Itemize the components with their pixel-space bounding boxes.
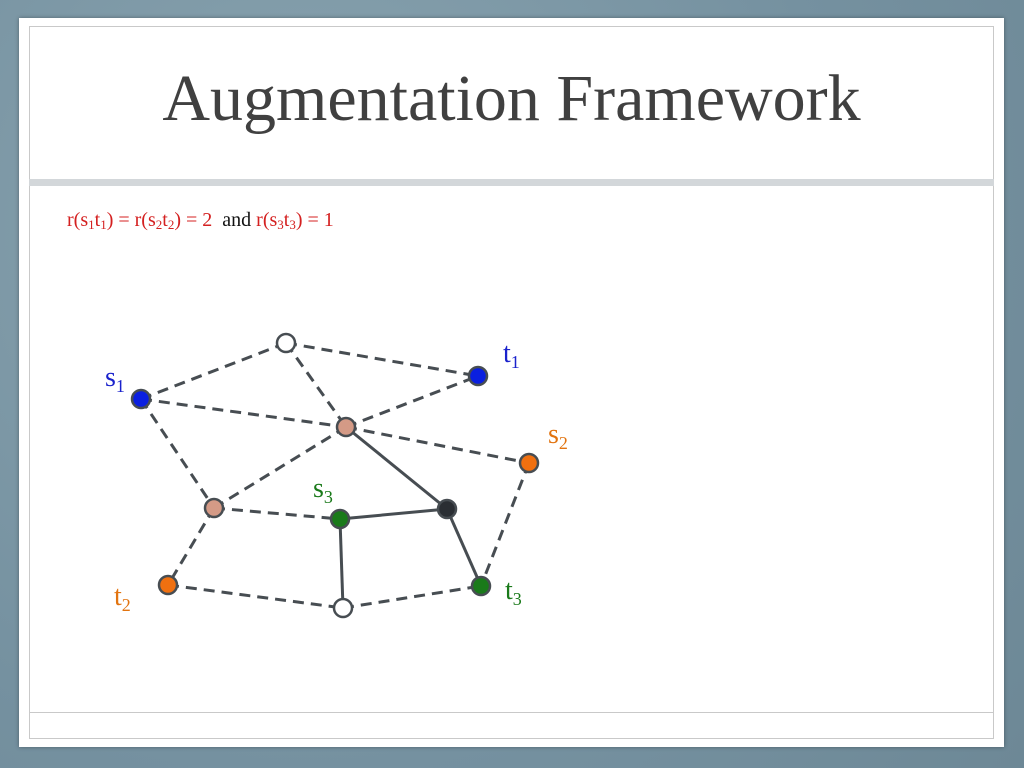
node-s1	[130, 388, 152, 410]
label-s1: s1	[105, 362, 125, 396]
edge-top-center	[284, 342, 348, 428]
label-s1-letter: s	[105, 362, 116, 393]
label-s3-letter: s	[313, 473, 324, 504]
node-t1	[467, 365, 489, 387]
formula-term-3: r(s3t3)	[256, 209, 303, 232]
node-bottom	[332, 597, 354, 619]
edge-center-left_mid	[213, 425, 347, 510]
label-t2: t2	[114, 581, 131, 615]
node-top	[275, 332, 297, 354]
label-t2-subscript: 2	[122, 595, 131, 615]
edge-t2-bottom	[167, 583, 344, 610]
edge-center-s2	[345, 425, 530, 465]
node-t2	[157, 574, 179, 596]
node-dark	[436, 498, 458, 520]
node-s3	[329, 508, 351, 530]
nodes-layer	[130, 332, 540, 619]
node-left_mid	[203, 497, 225, 519]
label-t2-letter: t	[114, 581, 122, 612]
label-s2-letter: s	[548, 419, 559, 450]
node-s2	[518, 452, 540, 474]
label-t3: t3	[505, 575, 522, 609]
label-t3-letter: t	[505, 575, 513, 606]
footer-divider	[29, 712, 994, 713]
edge-s1-left_mid	[139, 398, 216, 509]
label-t3-subscript: 3	[513, 589, 522, 609]
edge-s2-t3	[479, 462, 531, 587]
edge-center-dark	[345, 425, 448, 511]
edge-center-t1	[345, 374, 479, 429]
requirement-formula: r(s1t1) = r(s2t2) = 2 and r(s3t3) = 1	[67, 209, 334, 232]
edge-s3-bottom	[338, 518, 345, 609]
edge-left_mid-s3	[213, 506, 341, 521]
formula-equals-2: = 2	[181, 209, 213, 231]
edge-bottom-t3	[342, 584, 482, 610]
title-divider	[29, 179, 994, 186]
label-s2: s2	[548, 419, 568, 453]
node-center	[335, 416, 357, 438]
label-s2-subscript: 2	[559, 433, 568, 453]
slide-inner-border	[29, 26, 994, 739]
formula-equals-1: =	[113, 209, 135, 231]
edge-top-t1	[285, 341, 479, 378]
edge-dark-t3	[445, 508, 483, 587]
slide-title: Augmentation Framework	[162, 62, 861, 135]
edges-layer	[139, 341, 531, 610]
label-t1-subscript: 1	[511, 352, 520, 372]
edge-left_mid-t2	[166, 507, 216, 586]
node-t3	[470, 575, 492, 597]
label-s3-subscript: 3	[324, 487, 333, 507]
edge-s3-dark	[339, 507, 448, 521]
formula-connector: and	[222, 209, 252, 231]
formula-equals-3: = 1	[302, 209, 334, 231]
formula-term-1: r(s1t1)	[67, 209, 114, 232]
label-t1: t1	[503, 338, 520, 372]
edge-s1-top	[140, 341, 287, 401]
label-t1-letter: t	[503, 338, 511, 369]
edge-s1-center	[140, 397, 347, 429]
label-s3: s3	[313, 473, 333, 507]
formula-term-2: r(s2t2)	[134, 209, 181, 232]
label-s1-subscript: 1	[116, 376, 125, 396]
